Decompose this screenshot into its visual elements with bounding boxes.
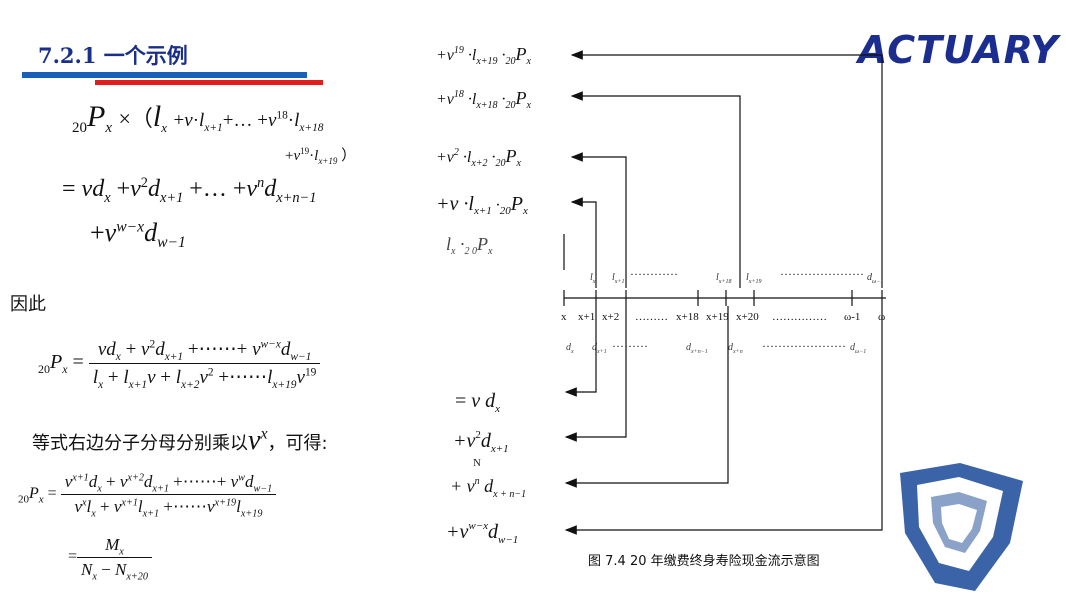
brand-logo-text: ACTUARY: [858, 28, 1059, 72]
premium-formulas: +v19 ·lx+19 ·20Px +v18 ·lx+18 ·20Px +v2 …: [436, 44, 532, 257]
svg-text:+v19 ·lx+19 ·20Px: +v19 ·lx+19 ·20Px: [436, 44, 532, 67]
title-underline-red: [95, 80, 323, 85]
tick-x20: x+20: [736, 311, 759, 323]
equation-5: = Mx Nx − Nx+20: [68, 535, 152, 582]
svg-text:+vw−xdw−1: +vw−xdw−1: [446, 520, 518, 546]
stray-character: N: [473, 457, 481, 469]
svg-text:lx ·2 0Px: lx ·2 0Px: [446, 234, 493, 257]
equation-2-line-2: +vw−xdw−1: [90, 218, 186, 252]
label-lx1: lx+1: [612, 272, 625, 285]
equation-1-line-2: +v19·lx+19 ）: [285, 146, 357, 166]
svg-text:+v ·lx+1 ·20Px: +v ·lx+1 ·20Px: [436, 193, 528, 217]
label-lx: lx: [590, 272, 596, 285]
svg-text:dx+1: dx+1: [592, 342, 607, 355]
title-underline-blue: [22, 72, 307, 78]
svg-text:dx+n−1: dx+n−1: [686, 342, 708, 355]
svg-text:+v18 ·lx+18 ·20Px: +v18 ·lx+18 ·20Px: [436, 88, 532, 111]
multiply-statement: 等式右边分子分母分别乘以vx，可得:: [32, 425, 328, 456]
dots-top-1: …………: [630, 264, 678, 278]
equation-1-line-1: 20Px ×（lx +v·lx+1+… +v18·lx+18: [72, 100, 324, 137]
premium-arrows: [563, 50, 883, 288]
tick-x19: x+19: [706, 311, 729, 323]
svg-text:dω−1: dω−1: [850, 342, 866, 355]
shield-logo-icon: [900, 463, 1023, 591]
benefit-formulas: = v dx +v2dx+1 + vn dx + n−1 +vw−xdw−1: [446, 390, 526, 546]
equation-2-line-1: = vdx +v2dx+1 +… +vndx+n−1: [62, 175, 317, 206]
tick-x1: x+1: [578, 311, 595, 323]
benefit-arrows: [564, 306, 883, 535]
svg-text:dx+n: dx+n: [728, 342, 743, 355]
label-lx19: lx+19: [746, 272, 762, 285]
tick-omega-1: ω-1: [844, 311, 860, 323]
label-lx18: lx+18: [716, 272, 732, 285]
dots-top-2: …………………: [780, 264, 864, 278]
timeline: [563, 290, 886, 306]
therefore-label: 因此: [10, 294, 46, 315]
svg-text:…………………: …………………: [762, 336, 846, 350]
svg-text:………: ………: [612, 336, 648, 350]
equation-3: 20Px = vdx + v2dx+1 +⋯⋯+ vw−xdw−1 lx + l…: [38, 338, 321, 390]
tick-x: x: [561, 311, 567, 323]
svg-text:+ vn dx + n−1: + vn dx + n−1: [450, 476, 526, 500]
tick-x2: x+2: [602, 311, 619, 323]
svg-text:………: ………: [635, 311, 668, 323]
section-title: 7.2.1 一个示例: [38, 43, 188, 68]
svg-text:= v dx: = v dx: [455, 390, 500, 415]
svg-text:+v2 ·lx+2 ·20Px: +v2 ·lx+2 ·20Px: [436, 146, 522, 169]
svg-text:dx: dx: [566, 342, 574, 355]
timeline-labels: x x+1 x+2 ……… x+18 x+19 x+20 …………… ω-1 ω: [561, 311, 885, 323]
label-domega: dω−1: [867, 272, 883, 285]
equation-4: 20Px = vx+1dx + vx+2dx+1 +⋯⋯+ vwdw−1 vxl…: [18, 472, 277, 519]
tick-x18: x+18: [676, 311, 699, 323]
svg-text:+v2dx+1: +v2dx+1: [453, 429, 509, 455]
figure-caption: 图 7.4 20 年缴费终身寿险现金流示意图: [588, 554, 820, 569]
svg-text:……………: ……………: [772, 311, 827, 323]
